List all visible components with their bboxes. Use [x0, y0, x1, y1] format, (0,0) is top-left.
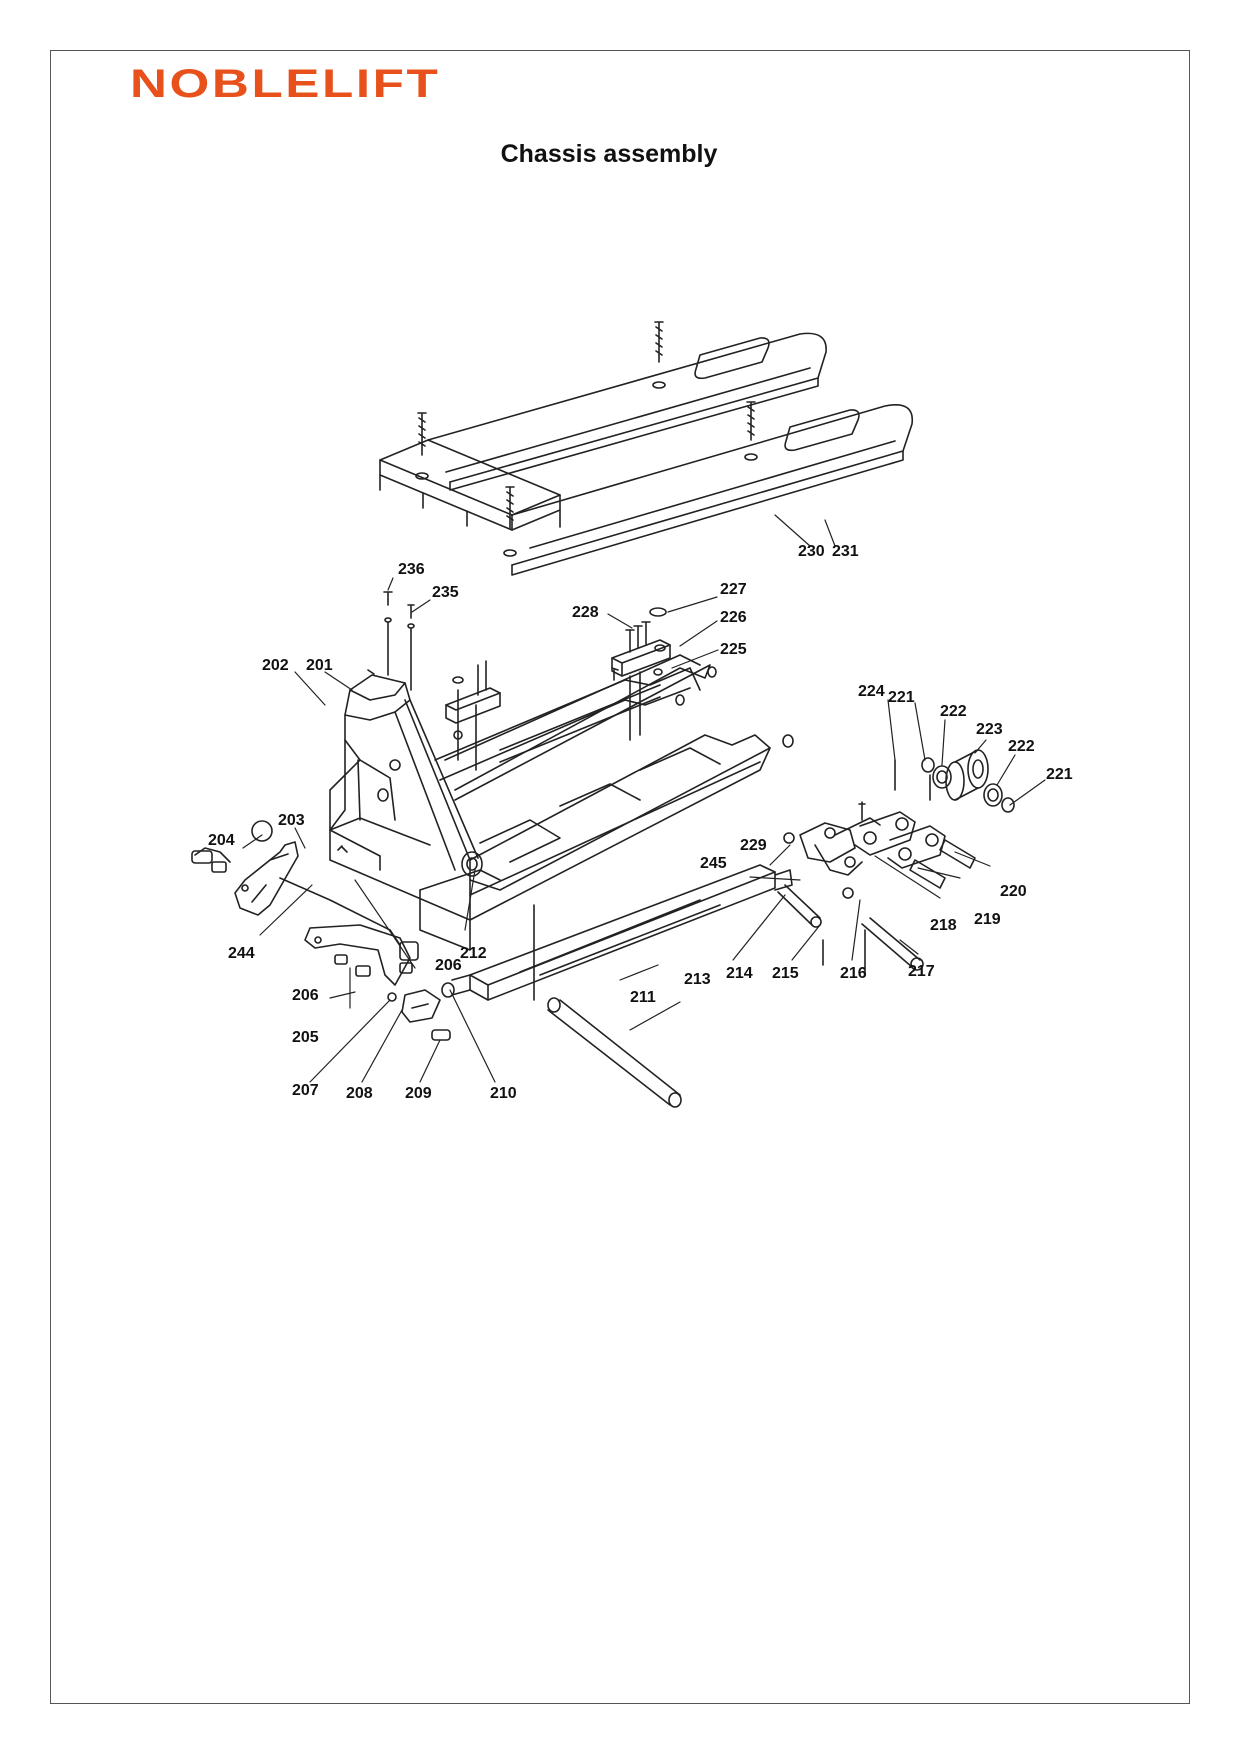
part-label-215: 215	[772, 965, 799, 982]
part-label-225: 225	[720, 641, 747, 658]
part-label-210: 210	[490, 1085, 517, 1102]
part-label-205: 205	[292, 1029, 319, 1046]
part-label-209: 209	[405, 1085, 432, 1102]
part-label-214: 214	[726, 965, 753, 982]
part-label-229: 229	[740, 837, 767, 854]
part-label-224: 224	[858, 683, 885, 700]
bracket-left	[445, 660, 501, 771]
part-label-204: 204	[208, 832, 235, 849]
chassis-body	[329, 654, 794, 951]
part-label-211: 211	[630, 989, 656, 1006]
roller-parts-207-210	[387, 982, 455, 1041]
axle-211	[533, 904, 682, 1108]
part-label-231: 231	[832, 543, 859, 560]
wheel-assembly	[921, 749, 1015, 813]
part-label-213: 213	[684, 971, 711, 988]
part-label-228: 228	[572, 604, 599, 621]
push-rod-213	[451, 864, 793, 1001]
part-label-218: 218	[930, 917, 957, 934]
part-label-222a: 222	[940, 703, 967, 720]
part-label-219: 219	[974, 911, 1001, 928]
part-label-216: 216	[840, 965, 867, 982]
fork-frame	[379, 332, 914, 576]
part-label-245: 245	[700, 855, 727, 872]
lever-assembly	[191, 820, 419, 986]
part-label-221a: 221	[888, 689, 915, 706]
page-title: Chassis assembly	[500, 140, 718, 168]
part-label-212: 212	[460, 945, 487, 962]
part-label-202: 202	[262, 657, 289, 674]
part-label-222b: 222	[1008, 738, 1035, 755]
part-label-226: 226	[720, 609, 747, 626]
part-label-244: 244	[228, 945, 255, 962]
part-label-223: 223	[976, 721, 1003, 738]
bracket-226	[611, 607, 671, 741]
part-label-206b: 206	[292, 987, 319, 1004]
part-label-206a: 206	[435, 957, 462, 974]
part-label-207: 207	[292, 1082, 319, 1099]
screws-235-236	[367, 591, 415, 691]
linkage-plates	[777, 759, 976, 976]
part-label-227: 227	[720, 581, 747, 598]
part-label-208: 208	[346, 1085, 373, 1102]
leader-lines	[242, 514, 1046, 1083]
part-label-236: 236	[398, 561, 425, 578]
part-label-221b: 221	[1046, 766, 1073, 783]
part-label-203: 203	[278, 812, 305, 829]
part-label-201: 201	[306, 657, 333, 674]
noblelift-logo: NOBLELIFT	[130, 62, 441, 106]
page-border	[50, 50, 1190, 1704]
screws-231	[417, 321, 756, 529]
part-label-217: 217	[908, 963, 935, 980]
part-label-235: 235	[432, 584, 459, 601]
part-labels: 230 231 236 235 228 227 226 225 202 201 …	[208, 543, 1073, 1102]
part-label-230: 230	[798, 543, 825, 560]
part-label-220: 220	[1000, 883, 1027, 900]
